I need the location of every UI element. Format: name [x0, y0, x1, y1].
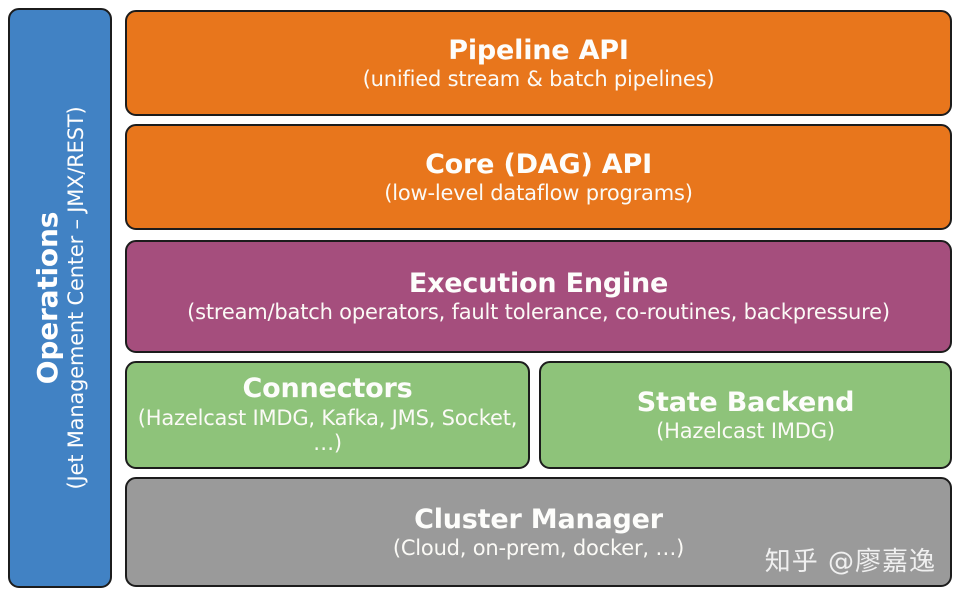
- layer-core-dag-api: Core (DAG) API (low-level dataflow progr…: [125, 124, 952, 230]
- execution-engine-subtitle: (stream/batch operators, fault tolerance…: [187, 300, 890, 325]
- core-dag-api-subtitle: (low-level dataflow programs): [384, 180, 693, 205]
- cluster-manager-subtitle: (Cloud, on-prem, docker, …): [392, 535, 685, 560]
- operations-label-group: Operations (Jet Management Center – JMX/…: [10, 18, 110, 578]
- connectors-title: Connectors: [242, 373, 413, 405]
- execution-engine-title: Execution Engine: [408, 268, 669, 300]
- layer-execution-engine: Execution Engine (stream/batch operators…: [125, 240, 952, 353]
- connectors-subtitle: (Hazelcast IMDG, Kafka, JMS, Socket, …): [137, 406, 518, 456]
- layer-state-backend: State Backend (Hazelcast IMDG): [539, 361, 952, 469]
- pipeline-api-title: Pipeline API: [448, 34, 629, 66]
- layer-cluster-manager: Cluster Manager (Cloud, on-prem, docker,…: [125, 477, 952, 587]
- operations-title: Operations: [30, 211, 64, 385]
- cluster-manager-title: Cluster Manager: [414, 503, 663, 535]
- operations-subtitle: (Jet Management Center – JMX/REST): [64, 106, 89, 490]
- layer-pipeline-api: Pipeline API (unified stream & batch pip…: [125, 10, 952, 116]
- state-backend-title: State Backend: [636, 386, 855, 418]
- pipeline-api-subtitle: (unified stream & batch pipelines): [362, 66, 715, 91]
- core-dag-api-title: Core (DAG) API: [425, 148, 652, 180]
- layer-connectors: Connectors (Hazelcast IMDG, Kafka, JMS, …: [125, 361, 530, 469]
- state-backend-subtitle: (Hazelcast IMDG): [656, 418, 835, 443]
- operations-sidebar: Operations (Jet Management Center – JMX/…: [8, 8, 112, 588]
